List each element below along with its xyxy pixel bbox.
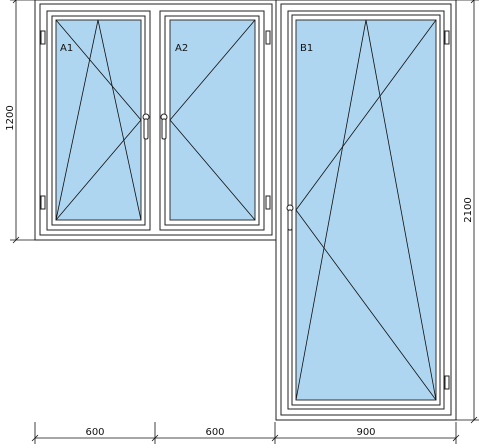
handle-a1-icon (142, 113, 150, 140)
hinge-a2-bottom-icon (265, 195, 271, 210)
dim-height-left: 1200 (5, 105, 16, 130)
dim-width-a1: 600 (85, 427, 104, 438)
handle-b1-icon (286, 204, 294, 231)
right-dimension-lines (456, 0, 479, 424)
sash-a1-glass (55, 19, 142, 221)
sash-b1-opening-lines (295, 19, 437, 401)
sash-a2-glass (169, 19, 256, 221)
left-window-unit (34, 0, 278, 241)
hinge-b1-bottom-icon (444, 375, 450, 390)
sash-label-a1: A1 (60, 43, 73, 54)
sash-a1-opening-lines (55, 19, 142, 221)
hinge-a1-bottom-icon (40, 195, 46, 210)
dim-width-b1: 900 (356, 427, 375, 438)
left-dimension-lines (10, 0, 35, 244)
sash-label-b1: B1 (300, 43, 313, 54)
sash-label-a2: A2 (175, 43, 188, 54)
balcony-door-unit (275, 0, 457, 421)
hinge-b1-top-icon (444, 30, 450, 45)
hinges (40, 30, 450, 390)
sash-b1-glass (295, 19, 437, 401)
handle-a2-icon (160, 113, 168, 140)
bottom-dimension-lines (31, 422, 460, 444)
dim-height-right: 2100 (463, 197, 474, 222)
dim-width-a2: 600 (205, 427, 224, 438)
handles (142, 113, 294, 231)
hinge-a1-top-icon (40, 30, 46, 45)
sash-a2-opening-lines (169, 19, 256, 221)
hinge-a2-top-icon (265, 30, 271, 45)
